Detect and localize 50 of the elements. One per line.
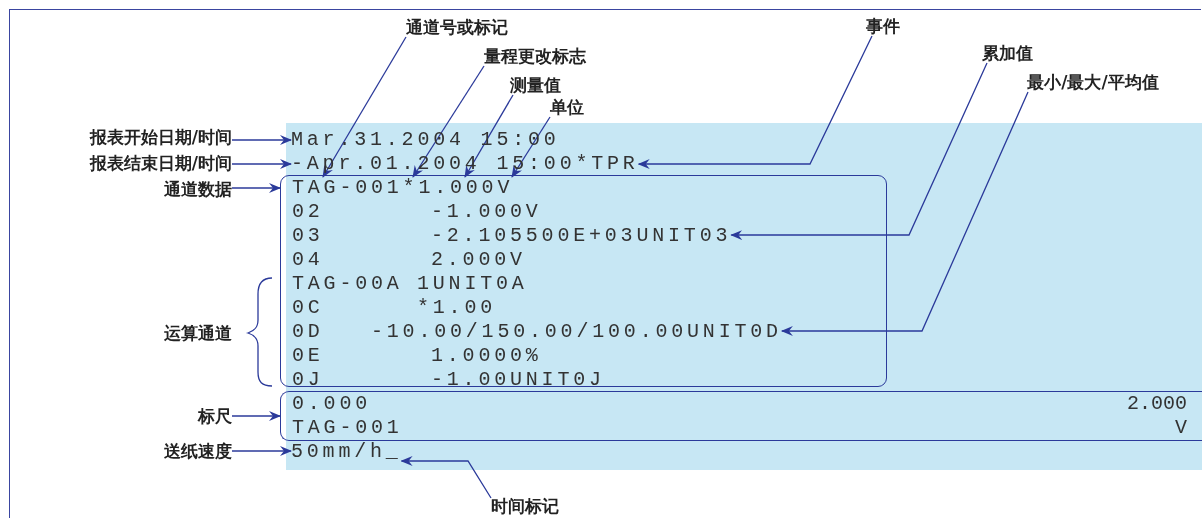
channel-tag: 03 xyxy=(292,225,324,247)
printout-value: -1.00UNIT0J xyxy=(431,369,605,391)
channel-tag: 04 xyxy=(292,249,324,271)
callout-label: 最小/最大/平均值 xyxy=(1027,72,1159,92)
leader-line xyxy=(637,35,873,169)
leader-line xyxy=(231,159,292,169)
callout-label: 送纸速度 xyxy=(164,441,232,461)
callout-label: 量程更改标志 xyxy=(484,46,586,66)
printout-value: -2.105500E+03UNIT03 xyxy=(431,225,732,247)
printout-value: *1.00 xyxy=(417,297,496,319)
printout-line: 50mm/h_ xyxy=(291,441,402,463)
channel-tag: TAG-001 xyxy=(292,417,403,439)
printout-line: TAG-001*1.000V xyxy=(292,177,514,199)
printout-value: -10.00/150.00/100.00UNIT0D xyxy=(371,321,782,343)
printout-value: 1.0000% xyxy=(431,345,542,367)
channel-tag: 0J xyxy=(292,369,324,391)
callout-label: 通道数据 xyxy=(164,179,232,199)
leader-line xyxy=(322,36,407,178)
leader-line xyxy=(780,91,1029,336)
printout-value: 1UNIT0A xyxy=(417,273,528,295)
channel-tag: 0E xyxy=(292,345,324,367)
leader-line xyxy=(730,62,988,240)
group-label: 运算通道 xyxy=(164,323,232,343)
leader-line xyxy=(464,94,514,178)
leader-line xyxy=(231,183,281,193)
channel-data-box xyxy=(280,175,887,387)
channel-tag: 0C xyxy=(292,297,324,319)
callout-label: 标尺 xyxy=(198,406,232,426)
channel-tag: 0.000 xyxy=(292,393,371,415)
leader-line xyxy=(412,65,485,178)
callout-label: 单位 xyxy=(550,97,584,117)
printout-value: V xyxy=(1175,417,1187,439)
callout-label: 报表结束日期/时间 xyxy=(89,153,232,173)
callout-label: 测量值 xyxy=(509,75,561,95)
callout-label: 事件 xyxy=(866,16,900,36)
printout-value: -1.000V xyxy=(431,201,542,223)
channel-tag: 0D xyxy=(292,321,324,343)
leader-line xyxy=(231,446,292,456)
channel-tag: TAG-00A xyxy=(292,273,403,295)
leader-line xyxy=(231,135,292,145)
leader-line xyxy=(400,456,492,499)
printout-value: 2.000V xyxy=(431,249,526,271)
callout-label: 报表开始日期/时间 xyxy=(89,127,232,147)
leader-line xyxy=(231,411,281,421)
printout-value: 2.000 xyxy=(1127,393,1187,415)
callout-label: 通道号或标记 xyxy=(406,17,508,37)
scale-box xyxy=(280,391,1202,441)
callout-label: 时间标记 xyxy=(491,496,559,516)
callout-label: 累加值 xyxy=(981,43,1033,63)
channel-tag: 02 xyxy=(292,201,324,223)
